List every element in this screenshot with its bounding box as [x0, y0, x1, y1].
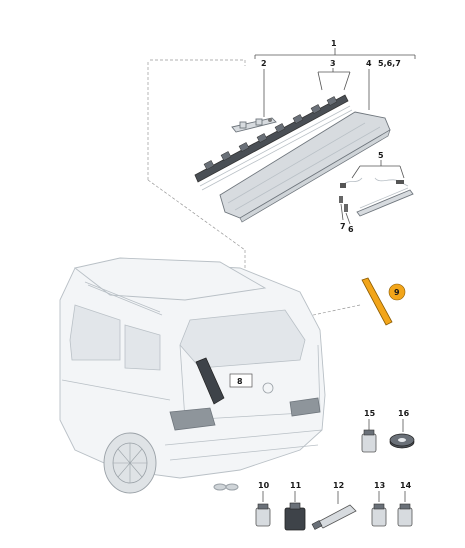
part-9-trim-strip	[361, 277, 406, 326]
part-16-tape-roll	[389, 433, 415, 449]
callout-8-box	[229, 373, 253, 388]
part-14-bottle	[397, 503, 413, 527]
callout-7-label: 7	[340, 222, 346, 231]
part-4-rear-spoiler	[219, 111, 391, 223]
part-3-spoiler-strip	[194, 94, 353, 191]
callout-5-bracket	[351, 160, 405, 179]
part-11-can	[284, 502, 306, 531]
part-12-tube	[311, 504, 357, 530]
callout-6-label: 6	[348, 225, 354, 234]
callout-1-bracket	[254, 48, 416, 59]
leader-6	[345, 212, 351, 225]
leader-7	[340, 203, 344, 221]
callout-16-label: 16	[398, 409, 410, 418]
part-15-bottle	[361, 429, 377, 453]
part-2-mounting-bracket	[231, 117, 277, 133]
part-10-bottle	[255, 503, 271, 527]
callout-8-label: 8	[237, 377, 243, 386]
callout-9-marker	[388, 283, 406, 301]
part-7-clip	[339, 196, 343, 203]
callout-5-label: 5	[378, 151, 384, 160]
callout-15-label: 15	[364, 409, 376, 418]
callout-567-label: 5,6,7	[378, 59, 401, 68]
part-6-clip	[344, 204, 348, 212]
part-5-wiring-harness	[340, 177, 414, 217]
callout-9-label: 9	[394, 288, 400, 297]
callout-12-label: 12	[333, 481, 344, 490]
callout-3-bracket	[317, 68, 351, 91]
callout-13-label: 13	[374, 481, 385, 490]
callout-11-label: 11	[290, 481, 302, 490]
callout-1-label: 1	[331, 39, 337, 48]
part-13-bottle	[371, 503, 387, 527]
callout-4-label: 4	[366, 59, 372, 68]
callout-14-label: 14	[400, 481, 412, 490]
callout-2-label: 2	[261, 59, 267, 68]
vehicle-rear-view	[59, 257, 326, 494]
callout-10-label: 10	[258, 481, 270, 490]
callout-3-label: 3	[330, 59, 336, 68]
